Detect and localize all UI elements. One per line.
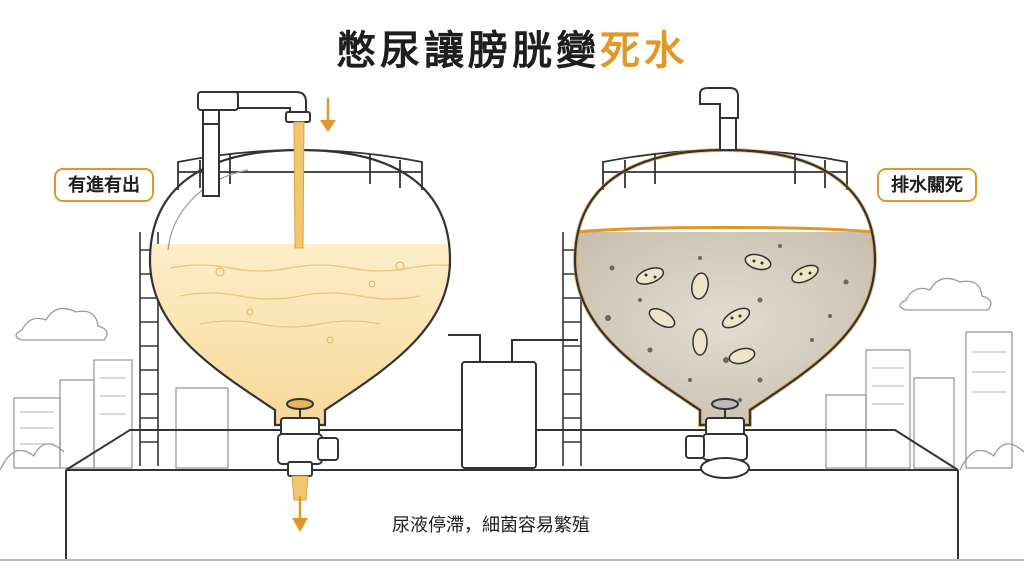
title-highlight: 死水 bbox=[600, 28, 688, 74]
right-inlet-pipe bbox=[699, 87, 739, 151]
building bbox=[13, 397, 61, 469]
bacterium bbox=[648, 307, 676, 329]
bush-left bbox=[0, 443, 65, 471]
bacteria-cluster bbox=[635, 253, 819, 365]
city-skyline bbox=[0, 277, 1024, 471]
bush-right bbox=[959, 443, 1024, 471]
sediment bbox=[605, 244, 849, 402]
bacterium bbox=[728, 347, 756, 365]
inflow-arrow bbox=[320, 98, 336, 132]
left-bladder-tank bbox=[139, 91, 452, 532]
title-main: 憋尿讓膀胱變 bbox=[336, 28, 600, 74]
label-left: 有進有出 bbox=[54, 168, 154, 202]
left-valve bbox=[277, 398, 339, 477]
bacterium bbox=[691, 272, 709, 300]
building bbox=[825, 394, 867, 469]
cloud-right bbox=[899, 277, 992, 311]
building bbox=[965, 331, 1013, 469]
building bbox=[93, 359, 133, 469]
building bbox=[865, 349, 911, 469]
cloud-left bbox=[15, 307, 108, 341]
right-valve-closed bbox=[685, 398, 750, 479]
caption: 尿液停滯，細菌容易繁殖 bbox=[392, 515, 590, 536]
center-tank bbox=[448, 334, 578, 469]
bacterium bbox=[744, 253, 772, 271]
bacterium bbox=[635, 267, 665, 285]
outflow-stream bbox=[291, 475, 309, 501]
bacterium bbox=[692, 328, 708, 356]
building bbox=[913, 377, 955, 469]
inflow-stream bbox=[293, 121, 305, 249]
bacterium bbox=[791, 264, 819, 284]
label-right: 排水關死 bbox=[877, 168, 977, 202]
bacterium bbox=[721, 307, 751, 329]
right-bladder-tank bbox=[562, 87, 878, 479]
page-title: 憋尿讓膀胱變死水 bbox=[0, 18, 1024, 76]
outflow-arrow bbox=[292, 496, 308, 532]
left-inlet-pipe bbox=[197, 91, 311, 197]
building bbox=[175, 387, 229, 469]
